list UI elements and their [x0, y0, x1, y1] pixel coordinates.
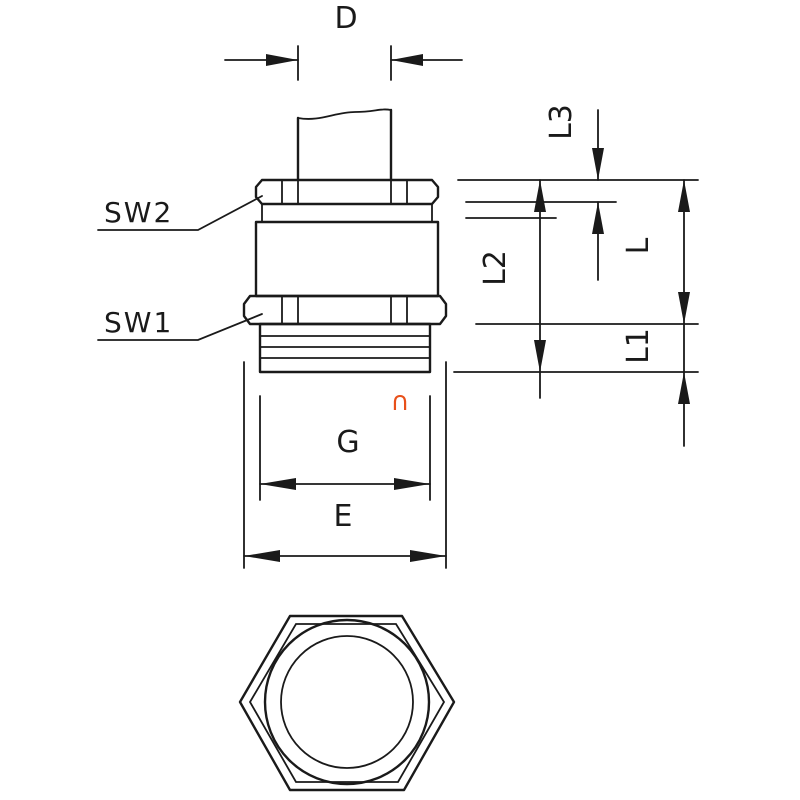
mark-symbol: ∩ [390, 387, 409, 417]
label-e: E [334, 499, 353, 534]
dimension-e: E [243, 361, 447, 569]
dimension-g: G [259, 395, 431, 501]
label-sw2: SW2 [104, 196, 173, 229]
label-l1: L1 [621, 328, 656, 364]
hex-outer-circle [263, 618, 431, 786]
dimension-l3: L3 [544, 104, 604, 281]
callout-sw1: SW1 [97, 306, 263, 341]
gland-body [254, 220, 440, 298]
label-l: L [621, 237, 656, 254]
hex-top-view [238, 614, 456, 792]
label-l2: L2 [478, 250, 513, 286]
label-g: G [336, 425, 359, 460]
dimension-d: D [224, 1, 463, 81]
hex-inner-circle [280, 635, 414, 769]
dimension-l2: L2 [478, 179, 546, 399]
dimension-l: L [621, 179, 690, 325]
thread [258, 322, 432, 374]
nut-sw1 [242, 294, 448, 326]
label-l3: L3 [544, 104, 579, 140]
callout-sw2: SW2 [97, 195, 263, 231]
cable [296, 108, 393, 182]
label-sw1: SW1 [104, 306, 173, 339]
nut-sw2 [254, 178, 440, 223]
dimension-l1: L1 [621, 323, 690, 447]
label-d: D [334, 1, 357, 36]
